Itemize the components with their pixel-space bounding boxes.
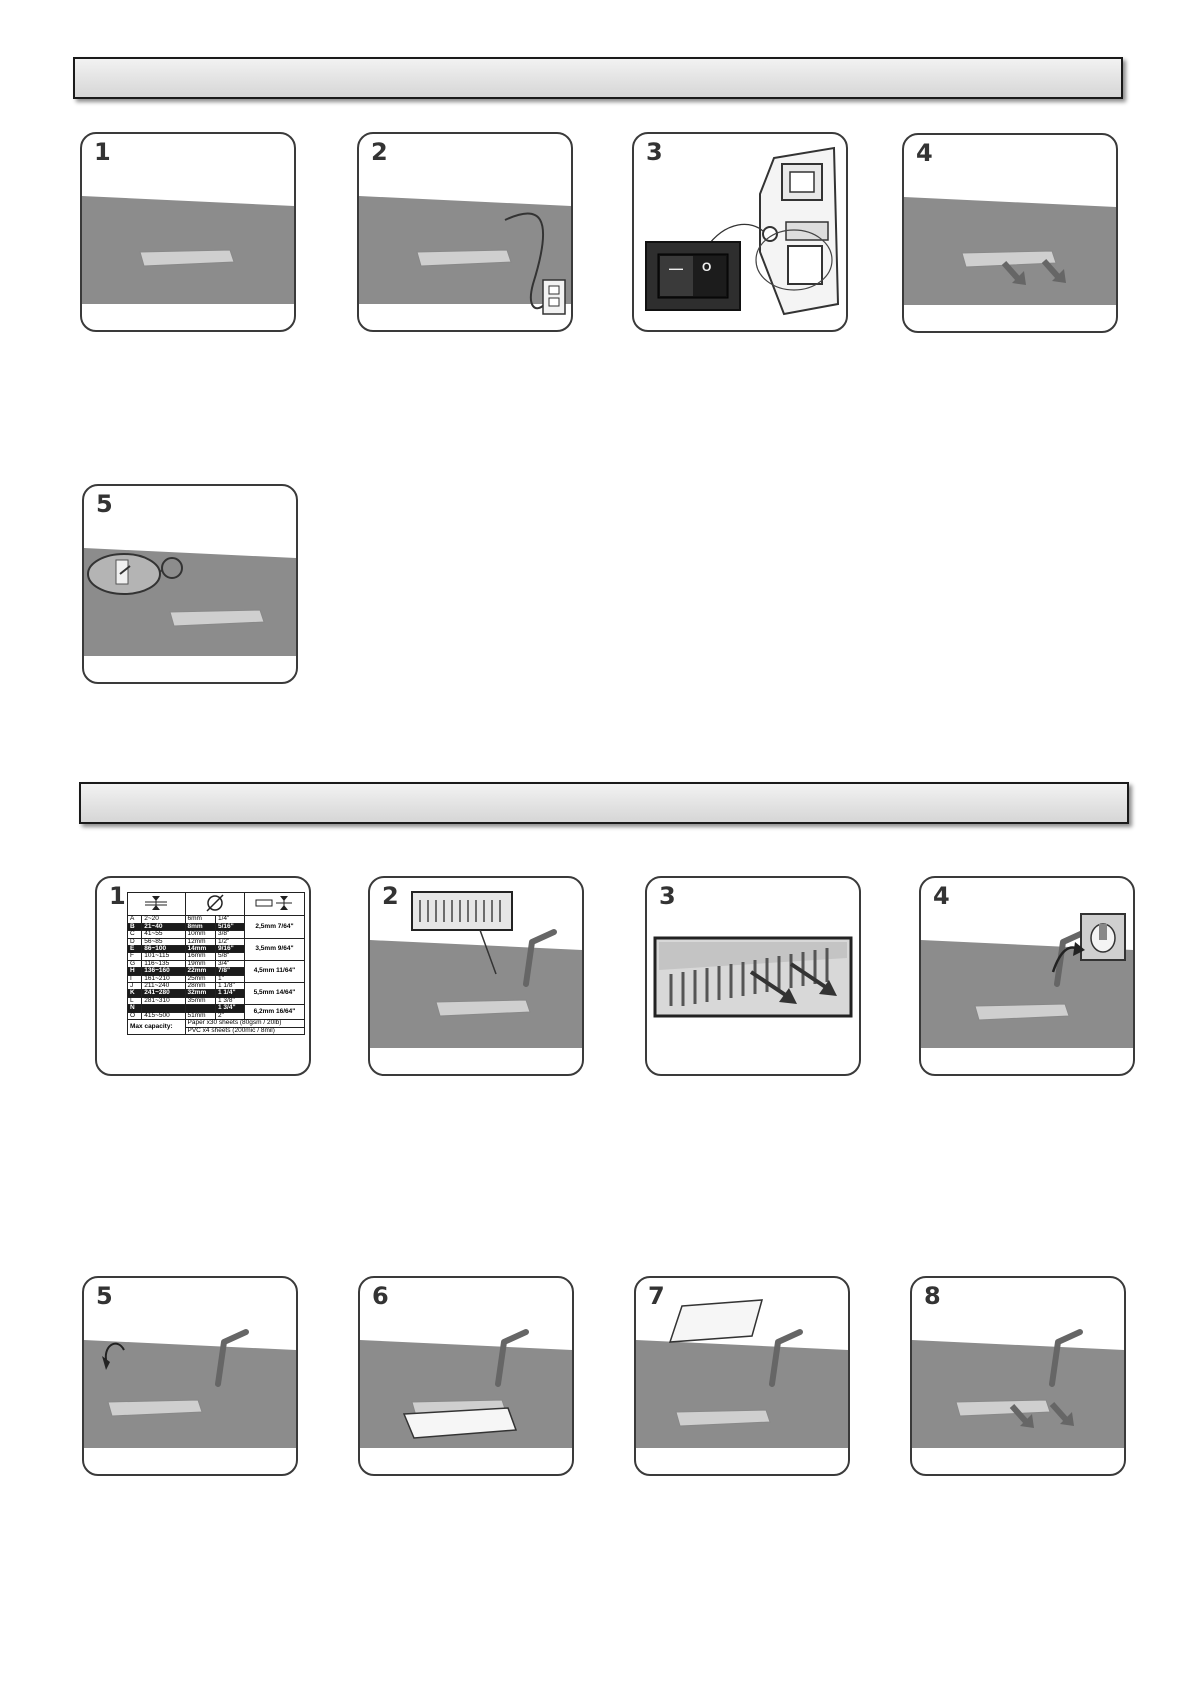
step-illustration	[370, 891, 582, 1048]
capacity-cell-range: 281~310	[141, 996, 186, 1006]
section-2-step-3-panel: 3	[645, 876, 861, 1076]
step-number: 2	[382, 882, 399, 910]
step-number: 1	[94, 138, 111, 166]
sheet-thickness-icon	[127, 891, 186, 917]
section-1-step-4-panel: 4	[902, 133, 1118, 333]
section-1-step-2-panel: 2	[357, 132, 573, 332]
step-illustration	[636, 1299, 848, 1448]
capacity-cell-letter: O	[126, 1011, 143, 1021]
section-2-step-7-panel: 7	[634, 1276, 850, 1476]
capacity-table-header	[127, 891, 306, 917]
capacity-cell-range: 415~500	[141, 1011, 186, 1021]
section-2-step-4-panel: 4	[919, 876, 1135, 1076]
capacity-cell-range: 41~55	[141, 930, 186, 939]
step-number: 3	[646, 138, 663, 166]
capacity-cell-inch: 5/16"	[215, 922, 245, 932]
step-illustration	[84, 1329, 296, 1448]
step-number: 7	[648, 1282, 665, 1310]
step-illustration	[82, 196, 294, 304]
punch-depth-group: 2,5mm 7/64"	[243, 915, 306, 939]
section-2-step-5-panel: 5	[82, 1276, 298, 1476]
punch-depth-group: 6,2mm 16/64"	[243, 1004, 306, 1021]
step-illustration	[360, 1329, 572, 1448]
step-number: 1	[109, 882, 126, 910]
capacity-cell-mm: 35mm	[184, 996, 217, 1006]
step-illustration	[912, 1329, 1124, 1448]
step-illustration	[921, 913, 1133, 1048]
step-number: 6	[372, 1282, 389, 1310]
punch-depth-mm: 5,5mm	[253, 989, 275, 997]
punch-depth-group: 4,5mm 11/64"	[243, 959, 306, 984]
step-number: 4	[933, 882, 950, 910]
switch-off-symbol: O	[702, 260, 712, 274]
paper-capacity: Paper x30 sheets (80gsm / 20lb)	[184, 1019, 305, 1028]
max-capacity-label: Max capacity:	[127, 1019, 186, 1035]
punch-depth-group: 3,5mm 9/64"	[243, 937, 306, 961]
section-2-header-bar	[79, 782, 1129, 824]
section-1-header-bar	[73, 57, 1123, 99]
step-number: 3	[659, 882, 676, 910]
capacity-cell-inch: 9/16"	[215, 945, 245, 954]
section-1-step-3-panel: 3 — O	[632, 132, 848, 332]
step-number: 4	[916, 139, 933, 167]
punch-depth-inch: 7/64"	[277, 922, 294, 930]
capacity-cell-letter: K	[126, 989, 143, 998]
section-2-step-2-panel: 2	[368, 876, 584, 1076]
section-2-step-8-panel: 8	[910, 1276, 1126, 1476]
punch-depth-inch: 9/64"	[277, 945, 294, 953]
step-number: 5	[96, 1282, 113, 1310]
section-1-step-1-panel: 1	[80, 132, 296, 332]
section-1-step-5-panel: 5	[82, 484, 298, 684]
capacity-cell-letter: D	[126, 937, 143, 947]
punch-depth-inch: 16/64"	[275, 1007, 296, 1015]
max-capacity-row: PVC x4 sheets (200mic / 8mil)	[128, 1026, 305, 1035]
step-illustration	[904, 197, 1116, 305]
diameter-icon	[184, 891, 245, 917]
punch-depth-inch: 11/64"	[276, 967, 296, 975]
capacity-cell-mm: 10mm	[184, 930, 217, 939]
step-number: 5	[96, 490, 113, 518]
step-illustration	[84, 548, 296, 656]
section-2-step-6-panel: 6	[358, 1276, 574, 1476]
step-number: 8	[924, 1282, 941, 1310]
capacity-cell-inch: 3/8"	[215, 930, 245, 939]
step-illustration	[653, 936, 853, 1018]
capacity-cell-letter: H	[126, 967, 143, 976]
max-capacity-row: Max capacity:Paper x30 sheets (80gsm / 2…	[127, 1019, 305, 1035]
punch-depth-mm: 3,5mm	[255, 945, 276, 953]
punch-depth-mm: 6,2mm	[253, 1007, 275, 1015]
punch-depth-mm: 4,5mm	[253, 967, 275, 975]
pvc-capacity: PVC x4 sheets (200mic / 8mil)	[184, 1026, 305, 1035]
step-illustration	[359, 196, 571, 315]
punch-depth-mm: 2,5mm	[255, 922, 276, 930]
switch-on-symbol: —	[669, 260, 683, 276]
punch-depth-group: 5,5mm 14/64"	[243, 982, 306, 1006]
punch-depth-icon	[243, 891, 306, 917]
step-number: 2	[371, 138, 388, 166]
step-illustration	[645, 146, 840, 316]
capacity-cell-inch: 7/8"	[215, 967, 245, 976]
punch-depth-inch: 14/64"	[275, 989, 296, 997]
capacity-cell-letter: C	[126, 930, 143, 939]
